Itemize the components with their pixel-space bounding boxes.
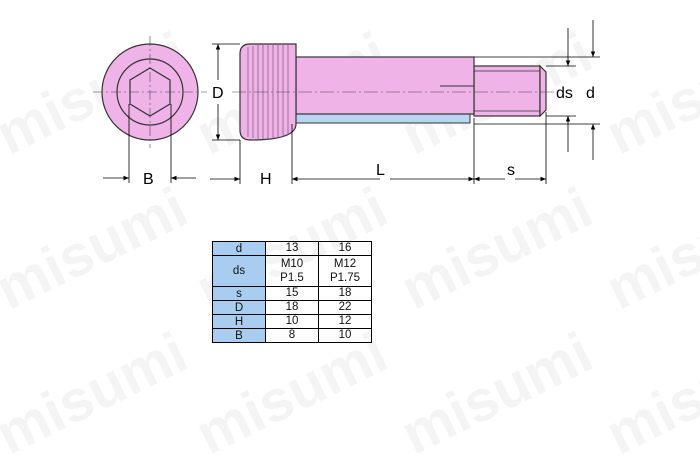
cell-line: 12 [338,315,352,327]
dim-label-b: B [143,171,154,188]
table-cell: 10 [318,328,372,343]
row-header-B: B [212,328,266,343]
table-cell: 13 [265,241,319,256]
dim-label-l: L [376,162,385,179]
row-header-s: s [212,286,266,301]
watermark-text: misumi [0,319,197,468]
table-cell: 15 [265,286,319,301]
side-view: D H L s ds d [210,20,600,188]
dim-label-h: H [260,171,272,188]
thread-section [473,65,541,117]
cell-line: 10 [338,329,352,341]
row-header-D: D [212,300,266,315]
cell-line: M10 [280,258,304,270]
watermark-text: misumi [596,319,700,468]
cell-line: 18 [285,301,299,313]
watermark-text: misumi [391,319,603,468]
table-row: H 10 12 [212,314,372,329]
dim-label-d-shoulder: d [586,85,595,102]
cell-line: P1.5 [280,272,304,284]
cell-line: 16 [338,242,352,254]
table-cell: 8 [265,328,319,343]
table-row: B 8 10 [212,328,372,343]
dim-label-s: s [507,162,515,179]
cell-line: 18 [338,287,352,299]
cell-line: 15 [285,287,299,299]
row-header-ds: ds [212,255,266,287]
dim-label-ds: ds [556,85,573,102]
cell-line: 8 [288,329,296,341]
thread-chamfer [539,64,547,118]
cell-line: 13 [285,242,299,254]
shoulder-shadow [291,113,471,124]
table-row: D 18 22 [212,300,372,315]
row-header-H: H [212,314,266,329]
table-row: s 15 18 [212,286,372,301]
table-cell: 18 [318,286,372,301]
end-view: B [93,36,207,188]
row-header-d: d [212,241,266,256]
cell-line: 10 [285,315,299,327]
cell-line: P1.75 [329,272,361,284]
table-cell: 16 [318,241,372,256]
table-cell: 22 [318,300,372,315]
table-cell: 10 [265,314,319,329]
table-cell: 12 [318,314,372,329]
dim-label-d-head: D [212,85,224,102]
technical-drawing: B D [93,20,600,188]
table-row: d 13 16 [212,241,372,256]
cell-line: M12 [333,258,357,270]
cell-line: 22 [338,301,352,313]
table-cell: 18 [265,300,319,315]
undercut-groove [440,85,475,115]
